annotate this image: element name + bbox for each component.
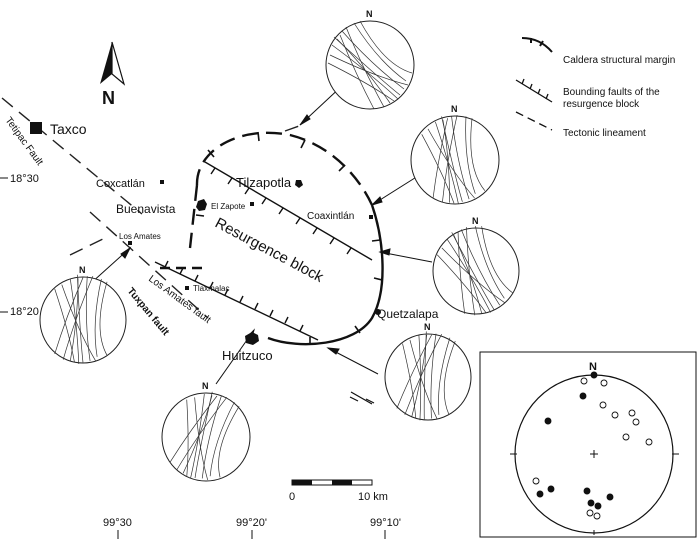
lon-label-mid: 99°20': [236, 517, 267, 529]
buenavista-marker: [196, 199, 207, 211]
coaxintlan-marker: [369, 215, 373, 219]
scale-zero-label: 0: [289, 491, 295, 503]
inset-panel: N: [479, 351, 697, 538]
stereonet-4: N: [366, 316, 490, 438]
label-tilzapotla: Tilzapotla: [236, 175, 292, 190]
stereonet-north-label: N: [79, 265, 86, 275]
inset-poles: [532, 371, 653, 520]
legend-caldera-text: Caldera structural margin: [563, 55, 676, 66]
label-los-amates: Los Amates: [119, 232, 161, 241]
stereonet-north-label: N: [472, 216, 479, 226]
label-el-zapote: El Zapote: [211, 202, 246, 211]
town-markers: [30, 122, 381, 345]
legend-bounding-symbol: [515, 78, 553, 103]
lat-label-bottom: 18°20: [10, 306, 39, 318]
stereonet-north-label: N: [366, 9, 373, 19]
tlaxmalac-marker: [185, 286, 189, 290]
stereonet-north-label: N: [424, 322, 431, 332]
stereonet-north-label: N: [202, 381, 209, 391]
los-amates-marker: [128, 241, 132, 245]
label-buenavista: Buenavista: [116, 202, 176, 216]
scale-bar: 0 10 km: [289, 479, 388, 503]
tectonic-lineaments: [1, 97, 303, 319]
coordinate-ticks: [0, 177, 386, 539]
strike-slip-symbol: [349, 391, 375, 405]
caldera-margin: [160, 131, 384, 346]
label-coaxintlan: Coaxintlán: [307, 211, 354, 222]
label-huitzuco: Huitzuco: [222, 348, 273, 363]
coxcatlan-marker: [160, 180, 164, 184]
stereonet-6: N: [146, 378, 266, 496]
tilzapotla-marker: [295, 180, 303, 188]
legend-bounding-text: Bounding faults of the resurgence block: [563, 87, 660, 110]
label-quetzalapa: Quetzalapa: [377, 307, 439, 321]
stereonet-2: N: [395, 99, 515, 221]
quetzalapa-marker: [375, 309, 381, 315]
label-tlaxmalac: Tlaxmalac: [193, 284, 229, 293]
inset-north-label: N: [589, 361, 597, 373]
north-label: N: [102, 88, 115, 108]
stereonet-north-label: N: [451, 104, 458, 114]
stereonet-1: N: [325, 9, 415, 110]
label-coxcatlan: Coxcatlán: [96, 178, 145, 190]
legend-caldera-symbol: [521, 37, 553, 53]
stereonet-3: N: [421, 214, 531, 328]
legend-tectonic-text: Tectonic lineament: [563, 128, 646, 139]
label-resurgence-block: Resurgence block: [212, 215, 326, 287]
taxco-marker: [30, 122, 42, 134]
legend-tectonic-symbol: [515, 111, 553, 131]
stereonet-5: N: [21, 258, 145, 382]
scale-max-label: 10 km: [358, 491, 388, 503]
huitzuco-marker: [245, 332, 259, 345]
stereonet-arrows: [89, 83, 433, 385]
caldera-margin-ticks: [195, 131, 383, 345]
el-zapote-marker: [250, 202, 254, 206]
lat-label-top: 18°30: [10, 173, 39, 185]
north-arrow: N: [100, 41, 126, 108]
label-taxco: Taxco: [50, 121, 87, 137]
lon-label-left: 99°30: [103, 517, 132, 529]
bounding-faults: [154, 161, 373, 341]
lon-label-right: 99°10': [370, 517, 401, 529]
